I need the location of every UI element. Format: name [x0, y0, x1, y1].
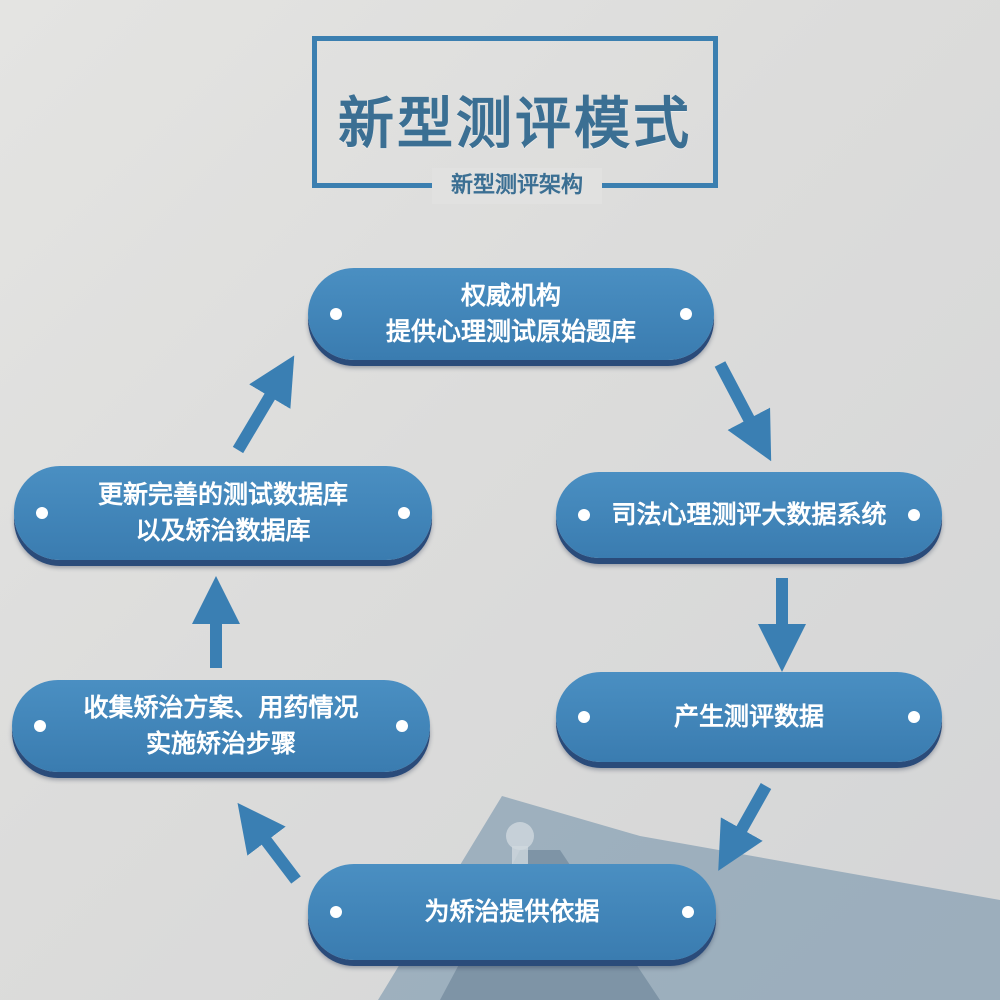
title-frame: 新型测评模式	[312, 36, 718, 188]
node-dot-left	[36, 507, 48, 519]
arrow-right2-to-bottom	[718, 783, 772, 871]
arrow-bottom-to-left2	[237, 802, 301, 884]
node-bigdata-system: 司法心理测评大数据系统	[556, 472, 942, 558]
page-title: 新型测评模式	[338, 92, 692, 157]
node-dot-right	[682, 906, 694, 918]
node-text-line: 实施矫治步骤	[145, 729, 296, 758]
node-generate-data: 产生测评数据	[556, 672, 942, 762]
node-text-line: 收集矫治方案、用药情况	[83, 693, 359, 722]
node-dot-right	[680, 308, 692, 320]
node-dot-left	[578, 509, 590, 521]
node-dot-left	[578, 711, 590, 723]
node-dot-left	[330, 906, 342, 918]
node-text-line: 产生测评数据	[673, 702, 824, 731]
page-subtitle: 新型测评架构	[432, 168, 602, 204]
arrow-top-to-right1	[714, 361, 772, 462]
node-authority-question-bank: 权威机构 提供心理测试原始题库	[308, 268, 714, 360]
node-dot-right	[908, 509, 920, 521]
node-text-line: 提供心理测试原始题库	[385, 317, 636, 346]
node-text-line: 权威机构	[460, 281, 561, 310]
node-text-line: 以及矫治数据库	[135, 516, 311, 545]
node-dot-left	[34, 720, 46, 732]
node-update-database: 更新完善的测试数据库 以及矫治数据库	[14, 466, 432, 560]
node-dot-left	[330, 308, 342, 320]
arrow-left1-to-top	[232, 355, 295, 454]
node-collect-plans: 收集矫治方案、用药情况 实施矫治步骤	[12, 680, 430, 772]
node-text-line: 更新完善的测试数据库	[97, 480, 348, 509]
node-provide-basis: 为矫治提供依据	[308, 864, 716, 960]
node-dot-right	[908, 711, 920, 723]
node-text-line: 为矫治提供依据	[424, 897, 600, 926]
node-dot-right	[398, 507, 410, 519]
node-dot-right	[396, 720, 408, 732]
node-text-line: 司法心理测评大数据系统	[611, 500, 887, 529]
